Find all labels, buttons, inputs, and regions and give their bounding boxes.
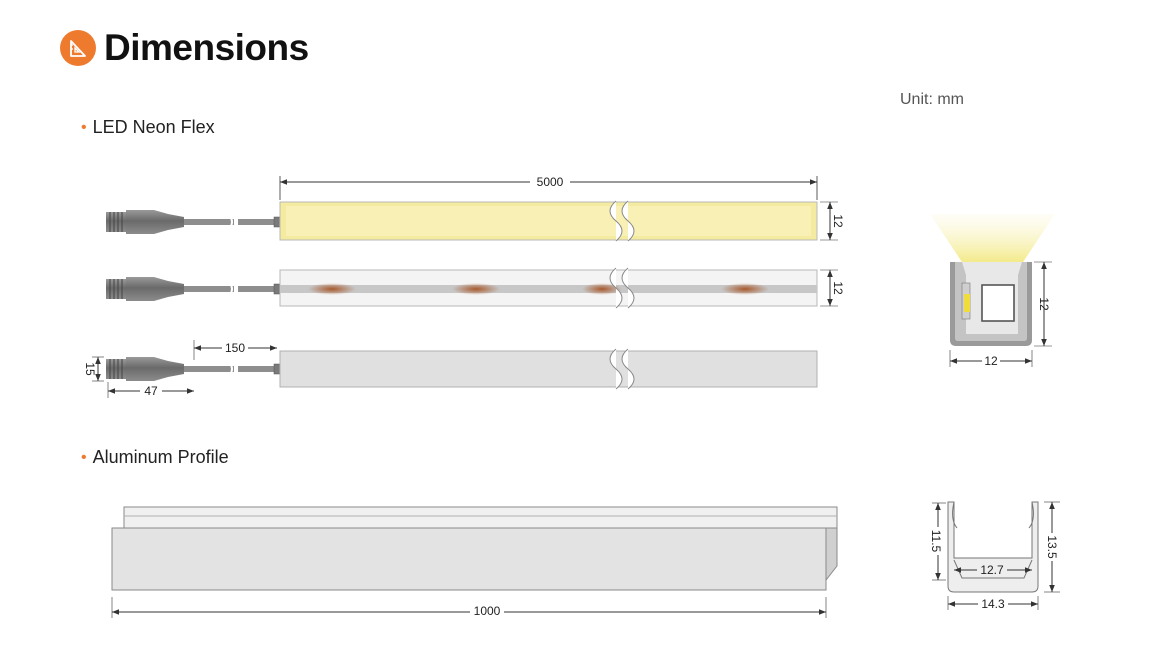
ruler-triangle-icon (60, 30, 96, 66)
neon-cross-section: 12 12 (930, 214, 1055, 368)
section-label-profile: Aluminum Profile (92, 447, 229, 467)
aluminum-profile-cross-section: 11.5 13.5 12.7 14.3 (929, 501, 1060, 611)
dim-cross-h: 12 (1037, 297, 1051, 311)
neon-strip-lit: 5000 12 (105, 174, 845, 242)
aluminum-profile-side: 1000 (111, 506, 838, 618)
dim-connector-15: 15 (83, 362, 97, 376)
dim-profile-1000: 1000 (474, 604, 501, 618)
dim-cross-w: 12 (984, 354, 998, 368)
dim-height-b: 12 (831, 281, 845, 295)
dim-height-a: 12 (831, 214, 845, 228)
section-label-neon: LED Neon Flex (92, 117, 215, 137)
dim-profile-inner-w: 12.7 (980, 563, 1004, 577)
unit-label: Unit: mm (900, 91, 964, 108)
page-header: Dimensions (60, 26, 309, 70)
dim-profile-outer-w: 14.3 (981, 597, 1005, 611)
section-aluminum-profile: • Aluminum Profile (81, 447, 229, 468)
section-neon-flex: • LED Neon Flex (81, 117, 215, 138)
dim-connector-47: 47 (144, 384, 158, 398)
dim-profile-outer-h: 13.5 (1045, 535, 1059, 559)
bullet-icon: • (81, 118, 87, 136)
bullet-icon: • (81, 448, 87, 466)
neon-strip-transparent: 12 (105, 267, 845, 309)
dim-profile-inner-h: 11.5 (929, 530, 943, 553)
page-title: Dimensions (104, 27, 309, 68)
dim-length-5000: 5000 (537, 175, 564, 189)
dim-cable-150: 150 (225, 341, 245, 355)
neon-strip-side: 150 47 15 (83, 340, 818, 398)
